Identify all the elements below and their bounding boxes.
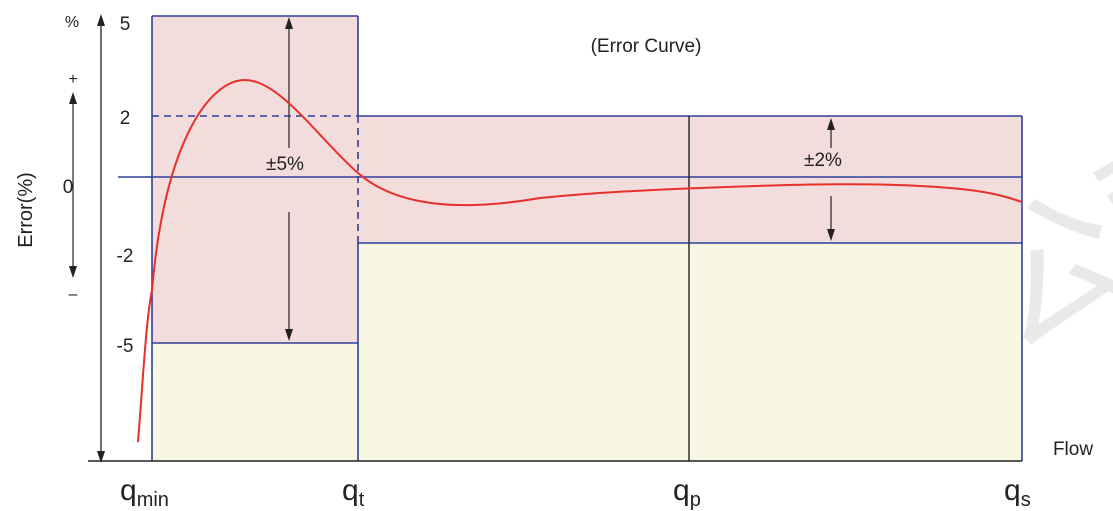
- y-tick-0: 0: [63, 177, 74, 198]
- error-curve: [137, 78, 1023, 443]
- minus-sign: –: [69, 286, 78, 303]
- error-band-5pct: [152, 16, 358, 343]
- zone-label-5pct: ±5%: [266, 154, 304, 175]
- y-tick-labels: 5 2 0 -2 -5: [63, 14, 134, 357]
- diagram-title: (Error Curve): [591, 36, 702, 57]
- sign-direction-arrows: [69, 92, 77, 278]
- plus-sign: +: [68, 71, 77, 88]
- flow-point-qt: qt: [342, 474, 365, 511]
- y-tick-5: 5: [120, 14, 131, 35]
- flow-point-qs: qs: [1004, 474, 1031, 511]
- y-axis-arrow: [97, 14, 105, 463]
- error-band-2pct: [358, 116, 1022, 243]
- acceptable-area-high-flow: [358, 243, 1022, 461]
- y-tick-neg5: -5: [117, 336, 134, 357]
- y-unit-symbol: %: [65, 14, 79, 31]
- zone-label-2pct: ±2%: [804, 150, 842, 171]
- tolerance-boundaries: [118, 15, 1023, 461]
- flow-point-qp: qp: [673, 474, 701, 511]
- x-axis-label: Flow: [1053, 439, 1093, 460]
- pct2-arrows: [827, 118, 835, 241]
- y-tick-neg2: -2: [117, 246, 134, 267]
- pct5-arrows: [285, 17, 293, 341]
- y-axis-label: Error(%): [15, 172, 37, 248]
- flow-point-qmin: qmin: [120, 474, 169, 511]
- y-tick-2: 2: [120, 108, 131, 129]
- flow-point-labels: qmin qt qp qs: [120, 474, 1031, 511]
- acceptable-area-low-flow: [152, 343, 358, 461]
